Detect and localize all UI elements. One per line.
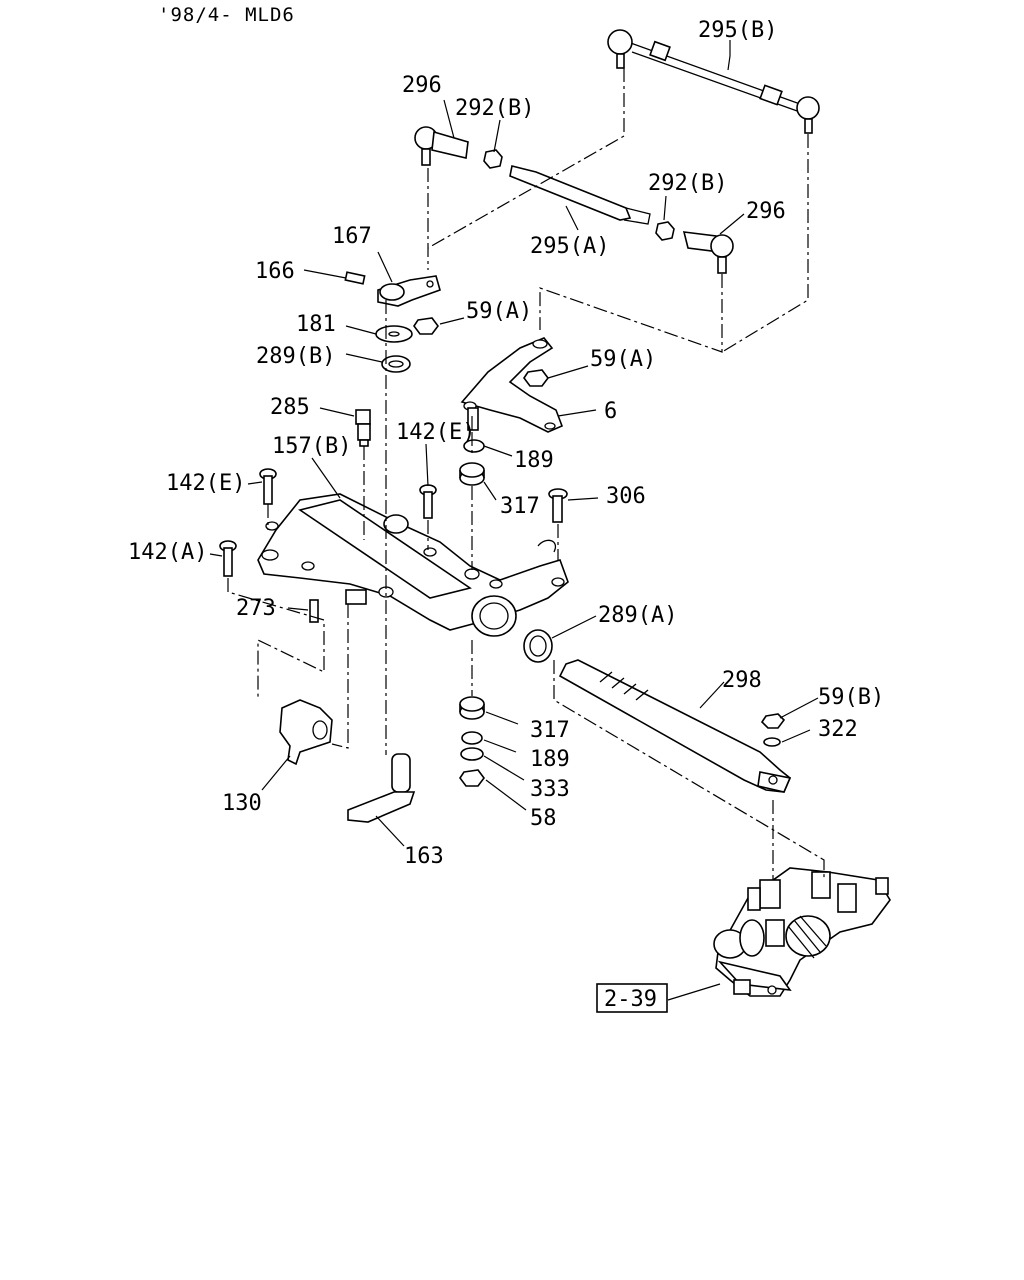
bracket-6 (460, 337, 564, 433)
lever-163 (347, 753, 416, 823)
label-333: 333 (530, 777, 570, 802)
label-322: 322 (818, 717, 858, 742)
label-306: 306 (606, 484, 646, 509)
label-130: 130 (222, 791, 262, 816)
label-142e-2: 142(E) (166, 471, 245, 496)
label-295a: 295(A) (530, 234, 609, 259)
lever-167 (377, 275, 441, 307)
label-163: 163 (404, 844, 444, 869)
nut-59a-1 (413, 317, 439, 335)
label-167: 167 (332, 224, 372, 249)
label-296-mid: 296 (746, 199, 786, 224)
washer-333 (460, 747, 484, 761)
rod-295b (607, 29, 820, 134)
washer-322 (763, 737, 781, 747)
seal-317-bottom (459, 696, 485, 720)
label-298: 298 (722, 668, 762, 693)
label-189-1: 189 (514, 448, 554, 473)
label-6: 6 (604, 399, 617, 424)
label-59a-1: 59(A) (466, 299, 532, 324)
label-59a-2: 59(A) (590, 347, 656, 372)
label-295b: 295(B) (698, 18, 777, 43)
label-59b: 59(B) (818, 685, 884, 710)
part-labels: 295(B) 296 292(B) 292(B) 296 295(A) 167 … (128, 18, 884, 869)
label-289b: 289(B) (256, 344, 335, 369)
shaft-298 (558, 659, 792, 793)
nut-59b (760, 713, 786, 729)
label-189-2: 189 (530, 747, 570, 772)
ball-joint-296-right (682, 231, 734, 274)
label-273: 273 (236, 596, 276, 621)
label-142a: 142(A) (128, 540, 207, 565)
bolt-306 (548, 488, 568, 523)
nut-59a-2 (523, 369, 549, 387)
lever-130 (279, 699, 333, 766)
label-285: 285 (270, 395, 310, 420)
label-166: 166 (255, 259, 295, 284)
label-58: 58 (530, 806, 557, 831)
label-292b-top: 292(B) (455, 96, 534, 121)
bolt-142e-left (259, 468, 277, 505)
breather-285 (355, 409, 371, 447)
reference-label: 2-39 (604, 987, 657, 1012)
diagram-header: '98/4- MLD6 (158, 4, 295, 26)
bolt-142a (219, 540, 237, 577)
pin-166 (344, 271, 366, 285)
nut-292b-mid (655, 221, 675, 241)
label-317-2: 317 (530, 718, 570, 743)
label-157b: 157(B) (272, 434, 351, 459)
label-289a: 289(A) (598, 603, 677, 628)
alignment-lines (227, 68, 825, 880)
pin-273 (309, 599, 319, 623)
seal-289a (523, 629, 553, 663)
rod-295a (509, 165, 651, 225)
label-142e-1: 142(E) (396, 420, 475, 445)
label-292b-mid: 292(B) (648, 171, 727, 196)
label-296-top: 296 (402, 73, 442, 98)
reference-box-2-39[interactable]: 2-39 (596, 983, 668, 1013)
nut-292b-top (483, 149, 503, 169)
oring-189-bottom (461, 731, 483, 745)
leader-lines (209, 40, 819, 1001)
ball-joint-296-left (414, 126, 469, 166)
bolt-142e-upper (419, 484, 437, 519)
housing-157b (257, 493, 569, 637)
shift-assembly-ref (713, 867, 891, 997)
seal-317-top (459, 462, 485, 486)
label-317-1: 317 (500, 494, 540, 519)
label-181: 181 (296, 312, 336, 337)
nut-58 (459, 769, 485, 787)
